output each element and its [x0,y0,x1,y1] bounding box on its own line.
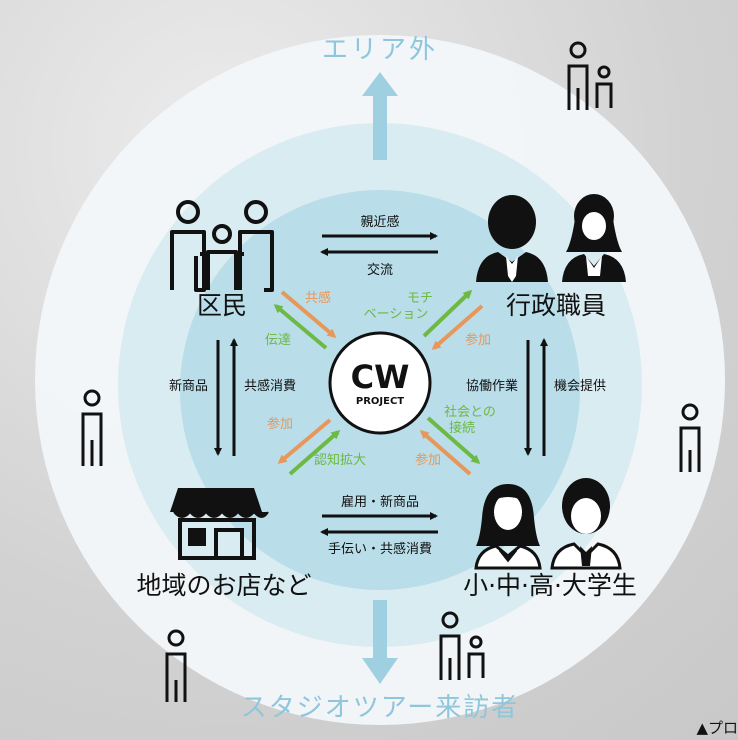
arrow-nw-orange [280,290,337,338]
left-a-label: 新商品 [169,378,208,394]
bottom-forward-label: 雇用・新商品 [341,494,419,510]
parent-child-icon [439,611,485,680]
center-circle [328,331,432,435]
shop-icon [170,488,269,560]
arrow-sw-orange [277,418,332,464]
left-b-label: 共感消費 [244,378,296,394]
sw-orange-label: 参加 [267,416,293,432]
right-b-label: 機会提供 [554,378,606,394]
sw-green-label: 認知拡大 [314,452,366,468]
outward-arrow-down [362,600,398,684]
ne-orange-label: 参加 [465,332,491,348]
outside-area-label: エリア外 [322,35,438,65]
residents-label: 区民 [197,291,247,320]
person-icon [165,629,187,702]
ne-green-label-1: モチ [407,291,433,306]
person-icon [679,403,701,472]
person-icon [81,389,103,466]
parent-child-icon [567,41,613,110]
officials-label: 行政職員 [506,291,606,320]
shops-label: 地域のお店など [136,571,311,600]
ne-green-label-2: ベーション [364,307,429,322]
family-icon [170,200,274,292]
arrow-ne-orange [431,304,484,350]
businesswoman-icon [562,194,626,282]
outward-arrow-up [362,72,398,160]
arrow-ne-green [422,289,473,338]
right-a-label: 協働作業 [466,378,518,394]
se-green-label-1: 社会との [444,404,496,420]
arrow-nw-green [273,304,328,350]
students-label: 小·中·高·大学生 [463,571,637,600]
schoolgirl-icon [474,484,542,570]
top-forward-label: 親近感 [360,214,399,230]
se-orange-label: 参加 [415,452,441,468]
bottom-back-label: 手伝い・共感消費 [328,541,432,557]
schoolboy-icon [550,478,622,570]
center-title: CW [351,358,410,396]
top-back-label: 交流 [367,262,393,278]
arrow-sw-green [288,430,341,476]
nw-green-label: 伝達 [265,333,291,348]
arrow-se-green [426,416,481,464]
se-green-label-2: 接続 [449,420,475,436]
arrow-se-orange [419,430,472,476]
center-subtitle: PROJECT [356,396,404,407]
caption-text: ▲プロ [696,719,738,737]
nw-orange-label: 共感 [305,290,331,306]
businessman-icon [476,195,548,282]
visitors-label: スタジオツアー来訪者 [241,693,519,723]
